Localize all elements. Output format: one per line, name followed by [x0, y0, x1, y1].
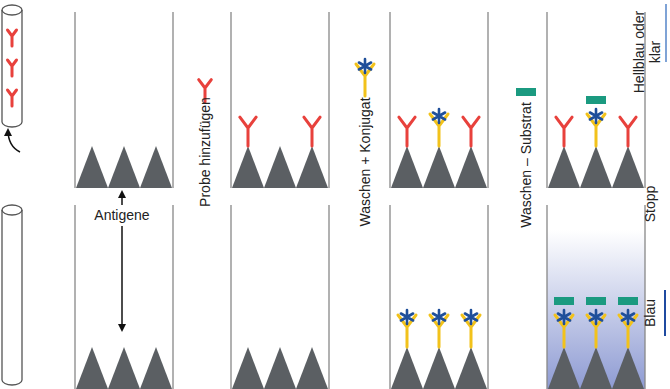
result-label: Hellblau oder klar	[631, 2, 663, 102]
enzyme-label	[401, 310, 413, 324]
antigen	[455, 146, 487, 188]
antigen	[232, 347, 264, 389]
well-wall	[75, 12, 173, 188]
substrate	[516, 88, 536, 96]
enzyme-label	[590, 310, 602, 324]
antigen	[76, 347, 108, 389]
antibody	[8, 30, 17, 46]
antibody	[8, 60, 17, 76]
antibody	[620, 117, 636, 146]
enzyme-label	[433, 310, 445, 324]
well-wall	[390, 12, 488, 188]
antigen	[423, 146, 455, 188]
antigen	[232, 146, 264, 188]
antigen	[140, 347, 172, 389]
tube-rim	[2, 5, 22, 15]
antigen	[612, 146, 644, 188]
antibody	[463, 117, 479, 146]
enzyme-label	[465, 310, 477, 324]
antigen	[76, 146, 108, 188]
substrate	[618, 297, 638, 305]
antibody	[304, 117, 320, 146]
antigen	[264, 146, 296, 188]
step-label: Stopp	[642, 186, 658, 223]
enzyme-label	[558, 310, 570, 324]
blue-color-fill	[547, 230, 645, 389]
sample-tube	[2, 5, 22, 385]
antibody	[399, 117, 415, 146]
antigen	[580, 347, 612, 389]
antigen-label: Antigene	[92, 207, 151, 223]
substrate	[586, 96, 606, 104]
enzyme-label	[433, 109, 445, 123]
result-label: Blau	[642, 299, 658, 327]
antibody	[240, 117, 256, 146]
antigen	[391, 347, 423, 389]
antigen	[580, 146, 612, 188]
step-label: Waschen + Konjugat	[357, 97, 373, 226]
step-label: Probe hinzufügen	[197, 97, 213, 207]
well-wall	[231, 205, 329, 389]
antigen	[296, 347, 328, 389]
antigen	[548, 347, 580, 389]
antigen	[108, 146, 140, 188]
antibody	[8, 90, 17, 106]
enzyme-label	[590, 109, 602, 123]
substrate	[554, 297, 574, 305]
antigen	[108, 347, 140, 389]
antigen	[264, 347, 296, 389]
well-wall	[547, 205, 645, 389]
antigen	[296, 146, 328, 188]
well-wall	[390, 205, 488, 389]
antibody	[556, 117, 572, 146]
tube-bottom	[2, 122, 22, 127]
substrate	[586, 297, 606, 305]
well-wall	[547, 12, 645, 188]
antigen	[548, 146, 580, 188]
step-label: Waschen – Substrat	[518, 102, 534, 228]
antigen	[423, 347, 455, 389]
tube-wall	[2, 210, 22, 380]
color-bar	[664, 290, 666, 336]
antigen	[140, 146, 172, 188]
well-wall	[231, 12, 329, 188]
antigen	[455, 347, 487, 389]
antigen	[612, 347, 644, 389]
tube-wall	[2, 10, 22, 122]
antigen	[391, 146, 423, 188]
enzyme-label	[359, 59, 371, 73]
enzyme-label	[622, 310, 634, 324]
pointer-arrow	[121, 192, 123, 205]
tube-bottom	[2, 380, 22, 385]
color-bar	[665, 4, 667, 62]
pointer-arrow	[8, 130, 20, 152]
pointer-arrow	[121, 226, 123, 330]
tube-rim	[2, 205, 22, 215]
wells	[8, 12, 646, 389]
well-wall	[75, 205, 173, 389]
